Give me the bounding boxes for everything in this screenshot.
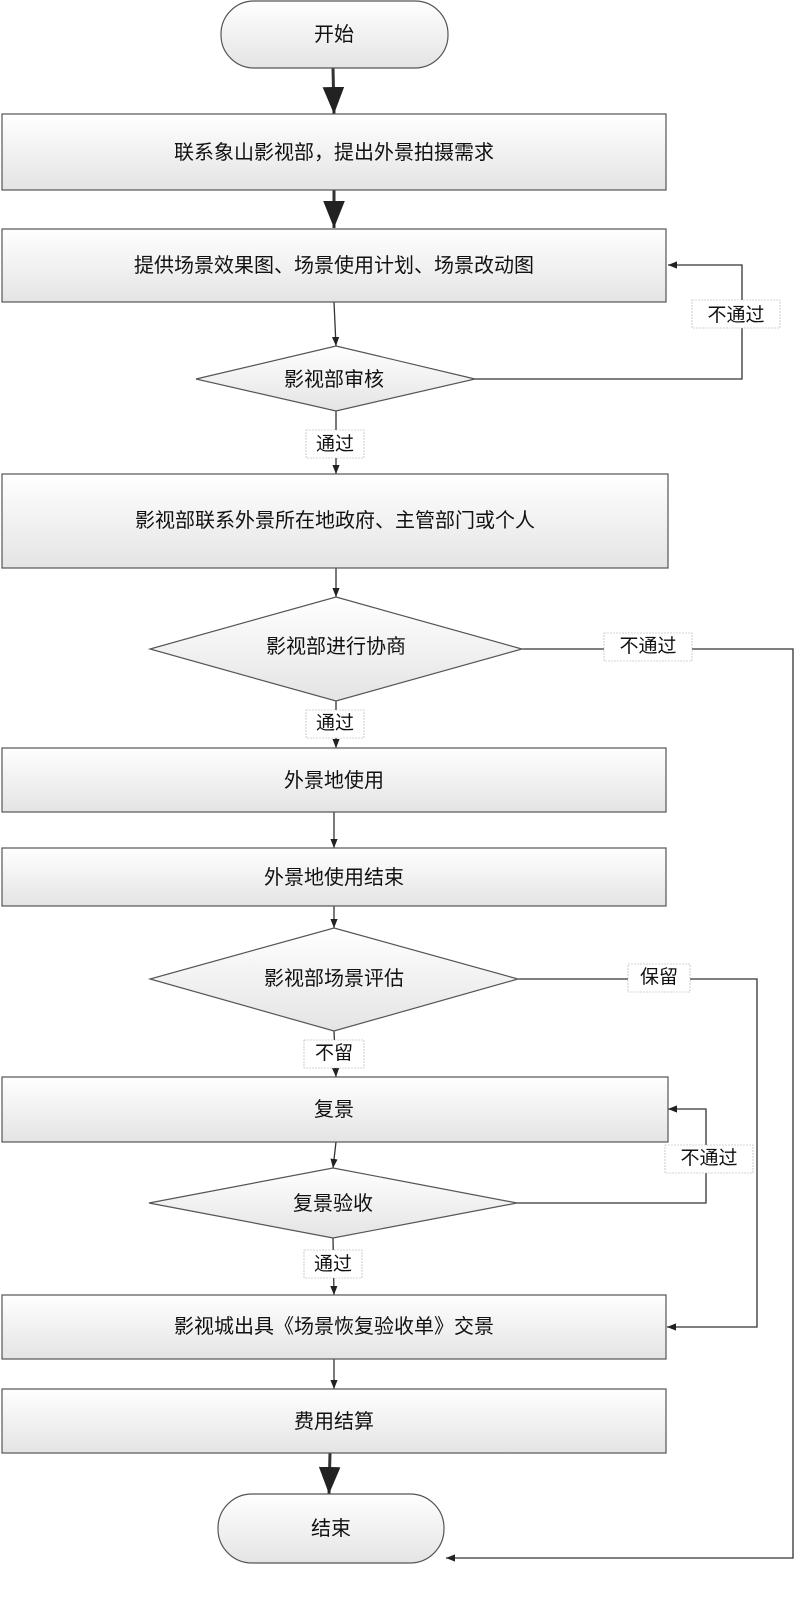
edge-restore-accept bbox=[330, 1141, 338, 1169]
accept-pass-label-bg bbox=[303, 1249, 363, 1279]
review-fail-label-bg bbox=[691, 299, 781, 329]
accept-fail-label-bg bbox=[664, 1144, 754, 1174]
use-box bbox=[1, 747, 667, 813]
assess-decision bbox=[147, 927, 521, 1032]
use-end-box bbox=[1, 847, 667, 907]
accept-fail-label: 不通过 bbox=[680, 1147, 737, 1169]
negotiate-label: 影视部进行协商 bbox=[266, 634, 406, 658]
review-pass-label-bg bbox=[305, 429, 365, 459]
edge-provide-review bbox=[331, 301, 340, 347]
restore-accept-label: 复景验收 bbox=[293, 1191, 373, 1215]
review-pass-label: 通过 bbox=[316, 433, 354, 455]
assess-keep-label-bg bbox=[627, 963, 691, 993]
negotiate-pass-label: 通过 bbox=[316, 712, 354, 734]
restore-box bbox=[1, 1076, 669, 1143]
settle-box bbox=[1, 1388, 667, 1454]
edge-labels: 不通过 通过 不通过 通过 保留 不留 不通过 通过 bbox=[303, 299, 781, 1279]
start-label: 开始 bbox=[314, 22, 354, 46]
accept-pass-label: 通过 bbox=[314, 1253, 352, 1275]
node-texts: 开始 联系象山影视部，提出外景拍摄需求 提供场景效果图、场景使用计划、场景改动图… bbox=[134, 22, 535, 1540]
negotiate-fail-label: 不通过 bbox=[619, 635, 676, 657]
end-terminal bbox=[217, 1493, 445, 1564]
negotiate-pass-label-bg bbox=[305, 709, 365, 739]
review-decision bbox=[195, 345, 476, 412]
use-end-label: 外景地使用结束 bbox=[264, 865, 404, 889]
assess-nokeep-label: 不留 bbox=[315, 1042, 353, 1064]
restore-label: 复景 bbox=[314, 1097, 354, 1121]
provide-label: 提供场景效果图、场景使用计划、场景改动图 bbox=[134, 253, 534, 277]
contact-label: 联系象山影视部，提出外景拍摄需求 bbox=[174, 140, 494, 164]
handover-label: 影视城出具《场景恢复验收单》交景 bbox=[174, 1314, 494, 1338]
edge-start-contact bbox=[322, 67, 345, 115]
assess-label: 影视部场景评估 bbox=[264, 966, 404, 990]
settle-label: 费用结算 bbox=[294, 1409, 374, 1433]
nodes bbox=[1, 0, 669, 1564]
handover-box bbox=[1, 1294, 667, 1360]
review-fail-label: 不通过 bbox=[707, 304, 764, 326]
use-label: 外景地使用 bbox=[284, 768, 384, 792]
liaise-box bbox=[1, 473, 669, 569]
negotiate-fail-label-bg bbox=[603, 632, 693, 662]
restore-accept-decision bbox=[148, 1167, 518, 1239]
negotiate-decision bbox=[147, 596, 525, 702]
provide-box bbox=[1, 228, 667, 303]
assess-nokeep-label-bg bbox=[303, 1039, 365, 1069]
assess-keep-label: 保留 bbox=[640, 966, 678, 988]
review-label: 影视部审核 bbox=[284, 367, 384, 391]
contact-box bbox=[1, 113, 667, 191]
start-terminal bbox=[220, 0, 449, 69]
edge-settle-end bbox=[318, 1452, 341, 1495]
end-label: 结束 bbox=[311, 1516, 351, 1540]
liaise-label: 影视部联系外景所在地政府、主管部门或个人 bbox=[135, 508, 535, 532]
